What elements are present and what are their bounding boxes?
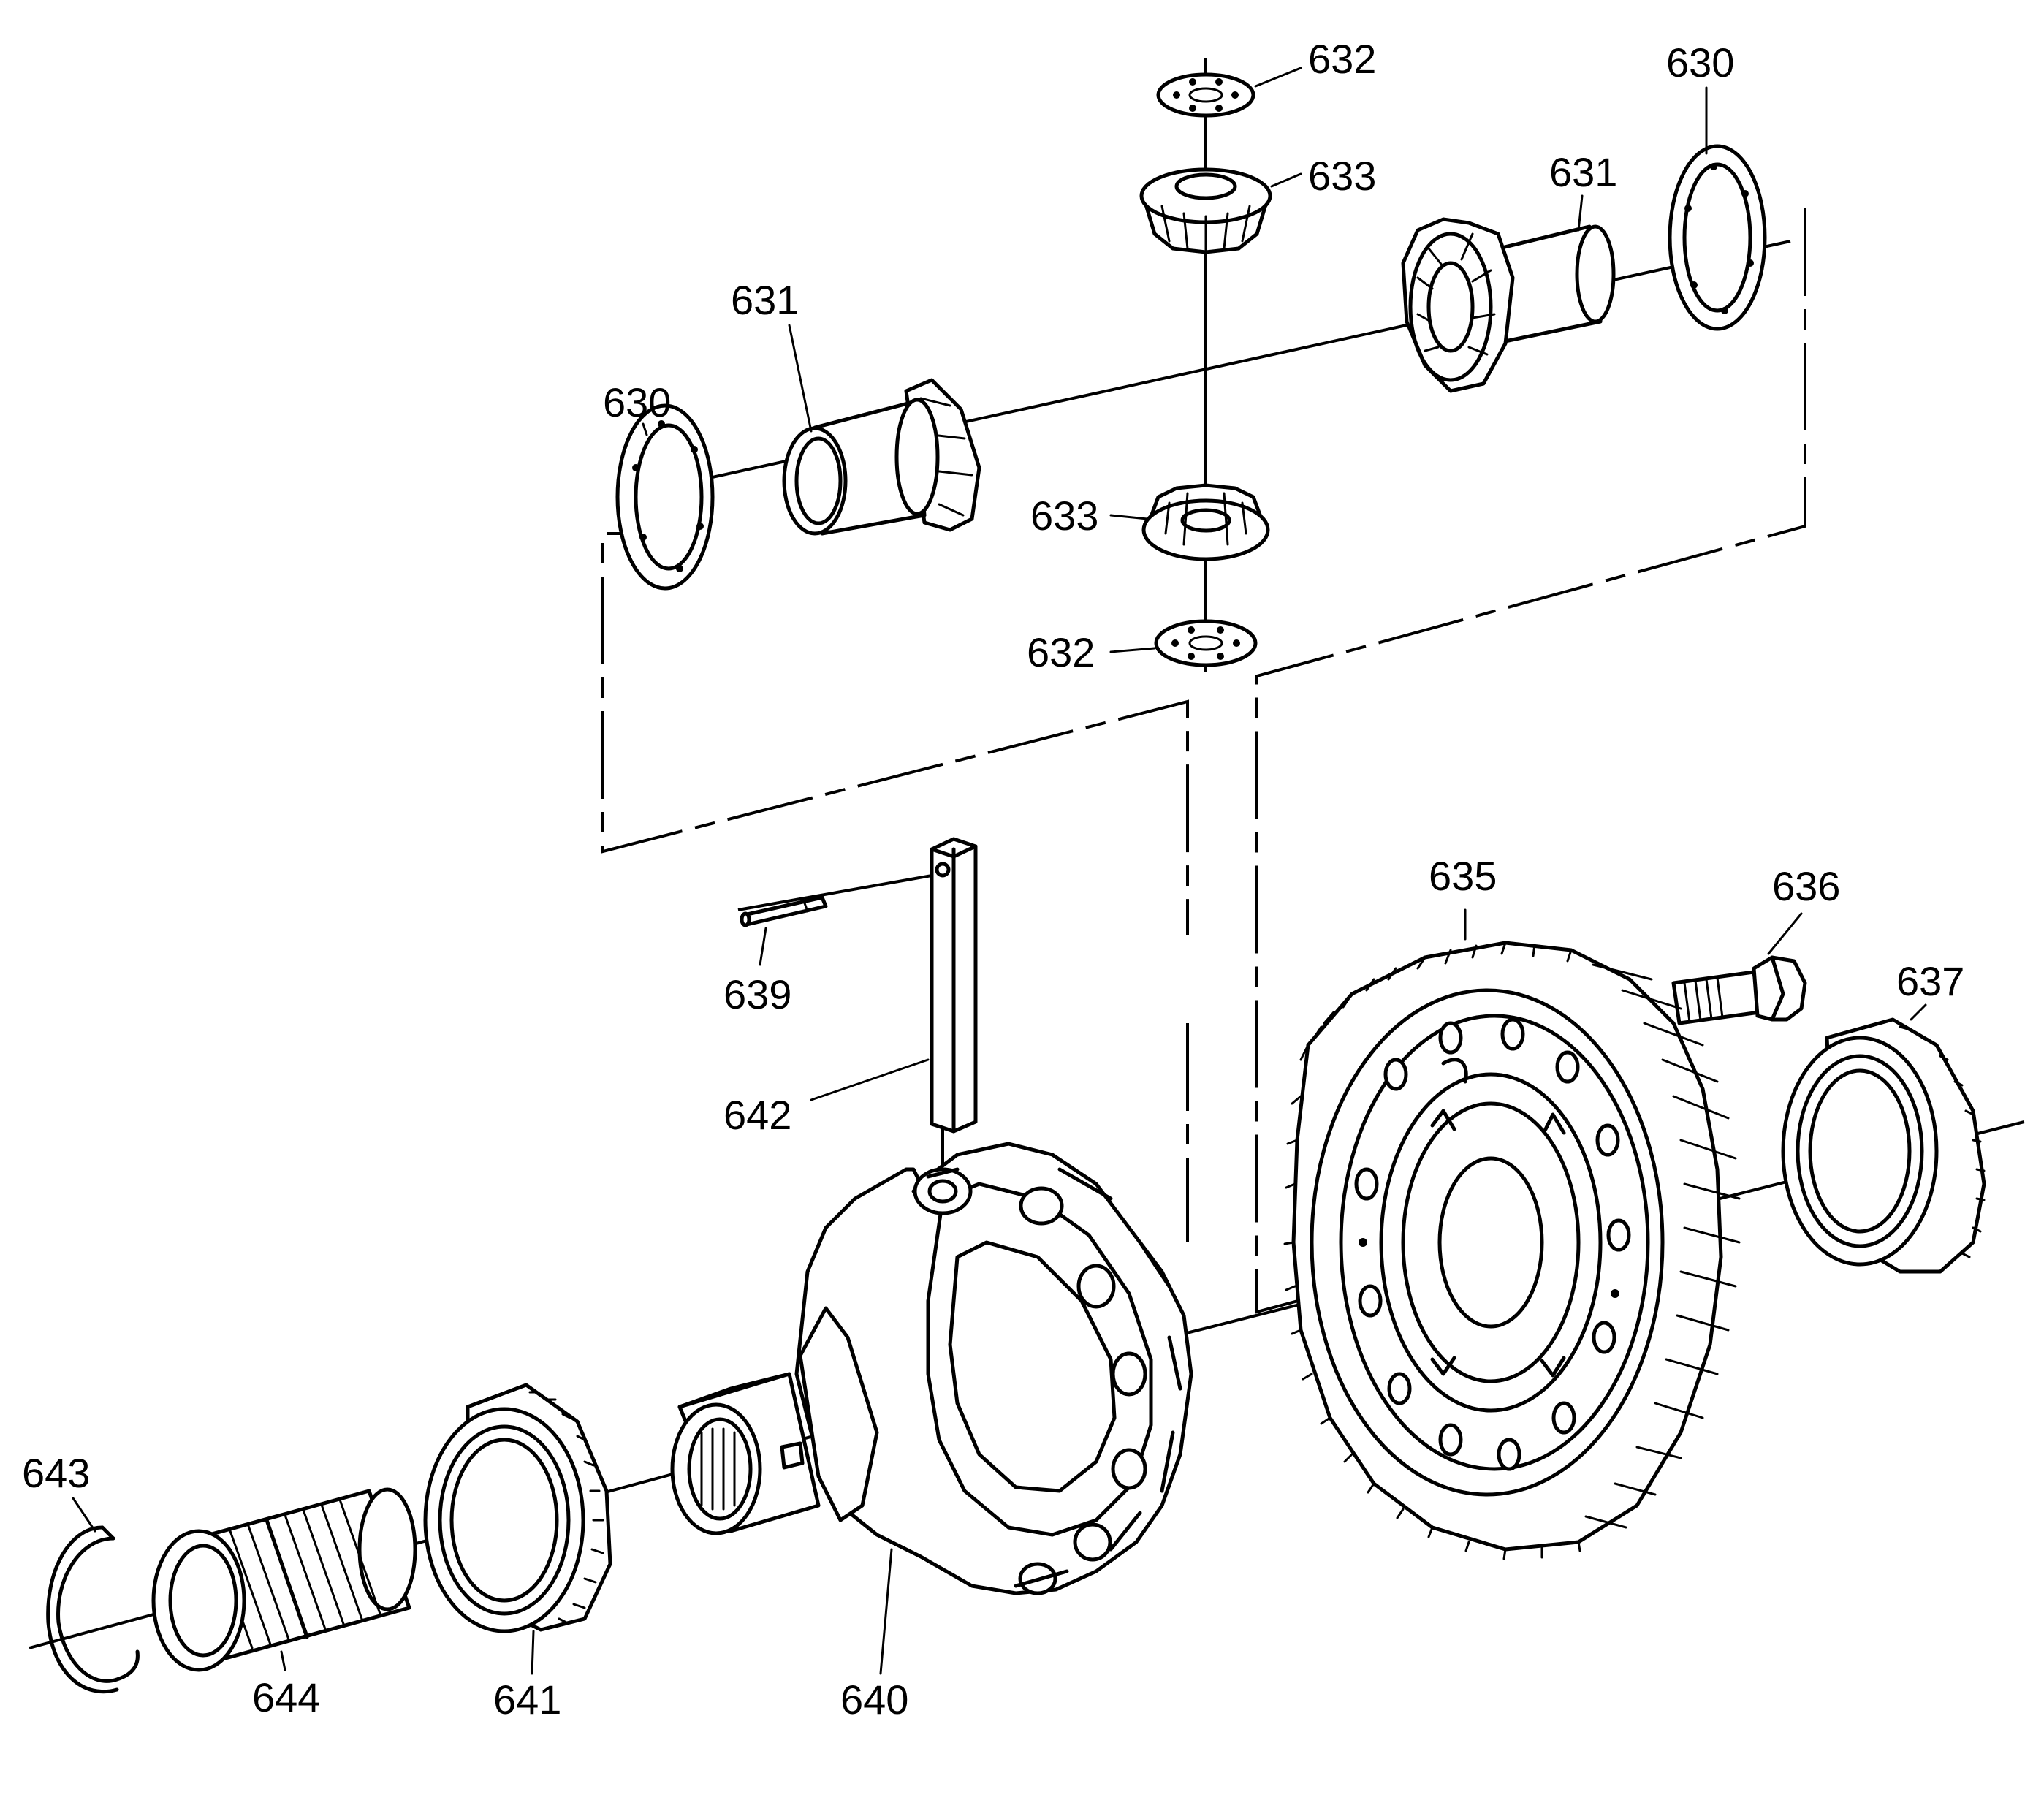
pinion-shaft-lock-pin-639: [740, 895, 828, 927]
callout-637: 637: [1896, 958, 1964, 1004]
pinion-gear-633-lower: [1141, 483, 1270, 561]
callout-639: 639: [723, 971, 791, 1017]
thrust-washer-630-right: [1668, 144, 1767, 331]
callout-643: 643: [22, 1450, 90, 1496]
thrust-washer-632-lower: [1154, 619, 1258, 667]
tapered-roller-bearing-637: [1781, 1017, 1986, 1274]
callout-630-left: 630: [603, 379, 671, 425]
callout-642: 642: [723, 1092, 791, 1138]
leader-lines: [72, 67, 1927, 1675]
thrust-washer-630-left: [615, 403, 715, 591]
callout-labels: 632 630 633 631 631 630 633 632 635 636 …: [22, 36, 1964, 1723]
callout-635: 635: [1429, 853, 1497, 899]
pinion-gear-633-upper: [1139, 167, 1272, 254]
thrust-washer-632-upper: [1156, 72, 1255, 118]
callout-630-right: 630: [1666, 39, 1734, 86]
callout-636: 636: [1772, 863, 1840, 909]
tapered-roller-bearing-641: [423, 1383, 612, 1633]
side-gear-631-right: [1401, 217, 1616, 393]
callout-640: 640: [840, 1677, 908, 1723]
callout-631-right: 631: [1549, 149, 1617, 195]
ring-gear-bolt-636: [1671, 955, 1807, 1025]
callout-631-left: 631: [731, 277, 799, 323]
callout-633-upper: 633: [1308, 153, 1376, 199]
pinion-shaft-642: [930, 837, 978, 1134]
side-gear-631-left: [782, 378, 981, 536]
differential-case-640: [670, 1142, 1193, 1595]
splined-sleeve-644: [151, 1487, 417, 1672]
callout-641: 641: [493, 1677, 561, 1723]
snap-ring-643: [46, 1525, 140, 1694]
ring-gear-635: [1283, 941, 1741, 1560]
callout-644: 644: [252, 1674, 320, 1720]
callout-633-lower: 633: [1030, 493, 1098, 539]
callout-632-lower: 632: [1027, 629, 1095, 675]
callout-632-upper: 632: [1308, 36, 1376, 82]
